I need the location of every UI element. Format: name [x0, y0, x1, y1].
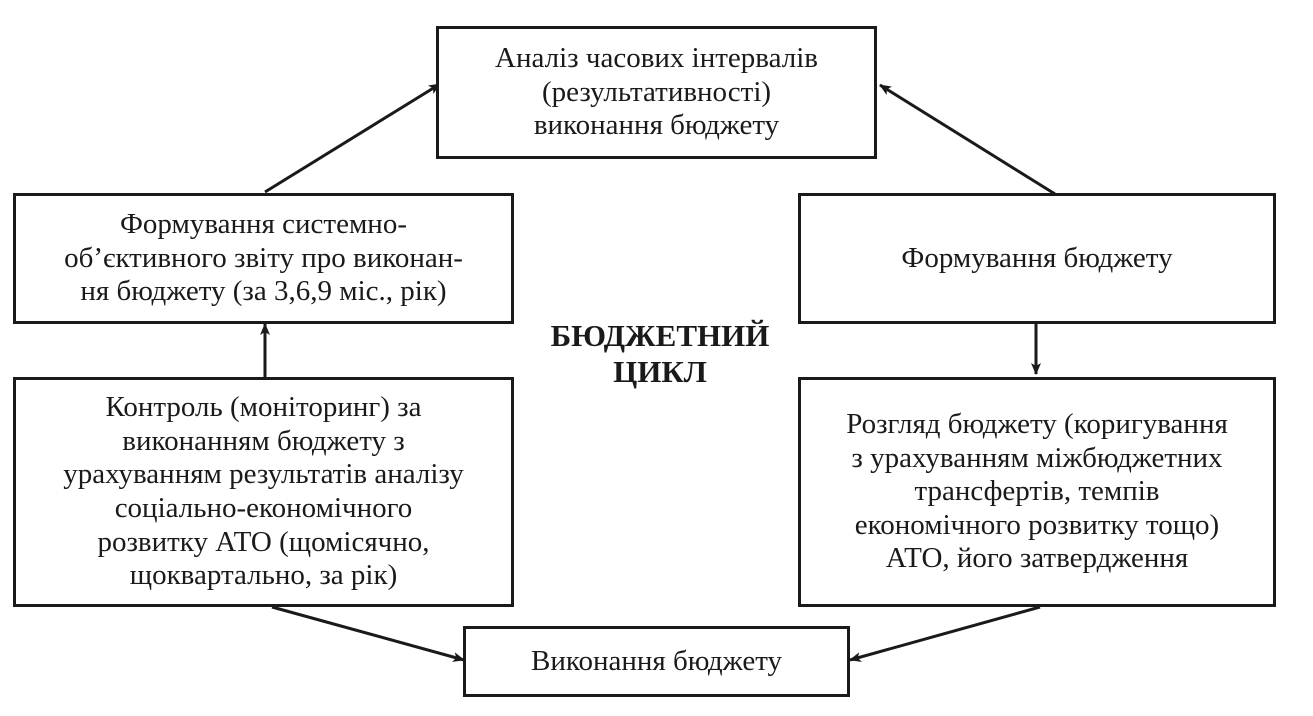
review-line-3: трансфертів, темпів: [914, 475, 1160, 508]
arrow-review-to-execution: [849, 605, 1041, 662]
review-box: Розгляд бюджету (коригування з урахуванн…: [798, 377, 1276, 607]
arrow-report-to-analysis: [264, 82, 441, 194]
control-box: Контроль (моніторинг) за виконанням бюдж…: [13, 377, 514, 607]
execution-text: Виконання бюджету: [531, 645, 782, 679]
control-line-2: виконанням бюджету з: [122, 424, 405, 457]
control-line-6: щоквартально, за рік): [129, 559, 398, 592]
budget-cycle-title-line-2: ЦИКЛ: [613, 353, 707, 389]
arrow-formation-to-analysis: [879, 83, 1056, 196]
control-line-1: Контроль (моніторинг) за: [105, 391, 422, 424]
analysis-line-3: виконання бюджету: [533, 109, 780, 142]
control-line-4: соціально-економічного: [114, 492, 413, 524]
arrow-control-to-execution: [271, 605, 465, 662]
review-text: Розгляд бюджету (коригування з урахуванн…: [846, 408, 1228, 576]
budget-cycle-title-line-1: БЮДЖЕТНИЙ: [550, 318, 770, 353]
analysis-text: Аналіз часових інтервалів (результативно…: [495, 42, 818, 143]
review-line-4: економічного розвитку тощо): [854, 508, 1220, 541]
analysis-line-2: (результативності): [541, 75, 772, 108]
report-text: Формування системно- об’єктивного звіту …: [64, 208, 463, 309]
review-line-2: з урахуванням міжбюджетних: [851, 441, 1223, 474]
control-line-3: урахуванням результатів аналізу: [63, 458, 464, 491]
report-line-3: ня бюджету (за 3,6,9 міс., рік): [80, 275, 447, 308]
report-line-1: Формування системно-: [120, 208, 407, 241]
formation-box: Формування бюджету: [798, 193, 1276, 324]
formation-text: Формування бюджету: [901, 242, 1172, 276]
execution-box: Виконання бюджету: [463, 626, 850, 697]
execution-line-1: Виконання бюджету: [530, 644, 783, 677]
review-line-5: АТО, його затвердження: [885, 542, 1189, 575]
analysis-box: Аналіз часових інтервалів (результативно…: [436, 26, 877, 159]
control-line-5: розвитку АТО (щомісячно,: [97, 525, 430, 558]
review-line-1: Розгляд бюджету (коригування: [846, 407, 1228, 440]
budget-cycle-title: БЮДЖЕТНИЙ ЦИКЛ: [470, 318, 850, 389]
report-box: Формування системно- об’єктивного звіту …: [13, 193, 514, 324]
formation-line-1: Формування бюджету: [901, 241, 1173, 274]
control-text: Контроль (моніторинг) за виконанням бюдж…: [63, 391, 464, 593]
analysis-line-1: Аналіз часових інтервалів: [495, 42, 818, 75]
report-line-2: об’єктивного звіту про виконан-: [64, 241, 463, 274]
